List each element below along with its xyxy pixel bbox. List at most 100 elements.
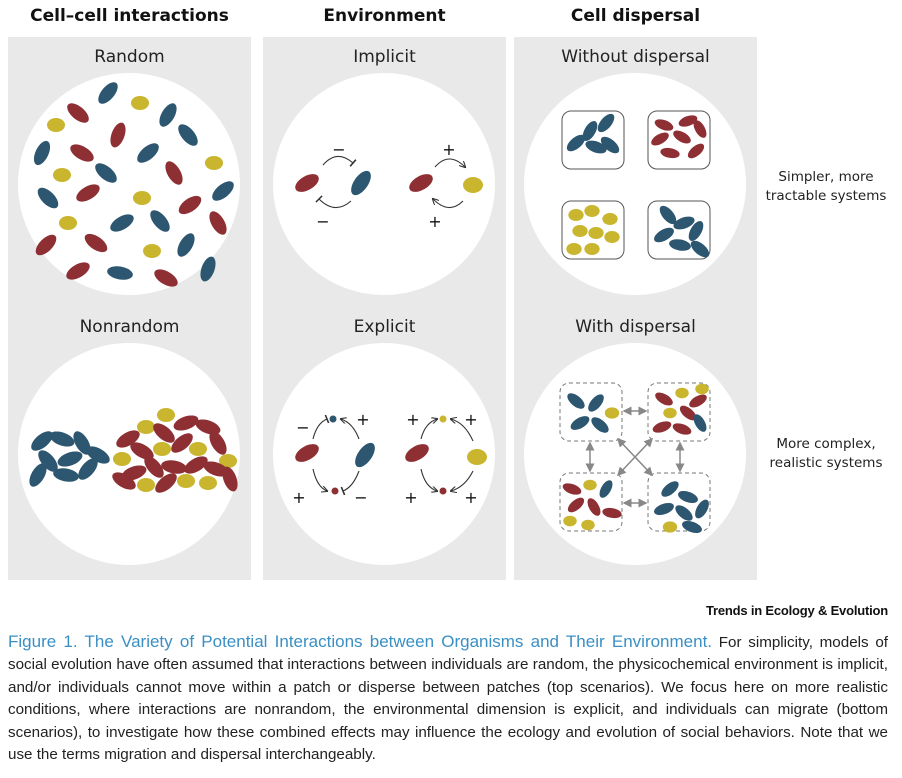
yellow-cell <box>199 476 217 490</box>
teal-cell <box>200 256 216 282</box>
circle-nonrandom <box>18 343 240 565</box>
title-random: Random <box>94 47 165 67</box>
yellow-cell <box>153 442 171 456</box>
caption-body: For simplicity, models of social evoluti… <box>8 634 888 764</box>
implicit-left-interaction: − − <box>295 140 371 231</box>
teal-cell <box>566 134 586 152</box>
teal-cell <box>178 124 198 146</box>
teal-cell <box>31 431 53 451</box>
teal-cell <box>37 187 59 209</box>
yellow-cell <box>143 244 161 258</box>
sign: + <box>292 488 305 507</box>
sign: − <box>296 418 309 437</box>
inhibit-arrow-top <box>322 155 357 167</box>
red-cell <box>687 143 705 159</box>
yellow-cell <box>219 454 237 468</box>
sign: + <box>404 488 417 507</box>
red-cell <box>209 211 227 235</box>
teal-cell <box>159 103 177 127</box>
explicit-left-interaction: − + + − <box>292 410 375 507</box>
nonrandom-cells <box>29 408 238 493</box>
teal-cell <box>654 227 674 243</box>
teal-cell <box>53 468 79 482</box>
yellow-cell <box>137 478 155 492</box>
teal-cell <box>597 113 615 133</box>
red-cell <box>295 444 319 462</box>
teal-cell <box>588 394 604 412</box>
teal-cell <box>137 143 159 163</box>
teal-cell <box>659 205 677 225</box>
red-metabolite <box>439 487 447 495</box>
red-cell <box>567 497 585 513</box>
teal-cell <box>98 82 118 104</box>
red-cell <box>171 433 193 453</box>
yellow-cell <box>584 205 600 217</box>
dispersal-arrows <box>585 406 685 508</box>
red-cell <box>602 507 622 519</box>
column-header-interactions: Cell–cell interactions <box>30 6 229 26</box>
title-nonrandom: Nonrandom <box>79 317 180 337</box>
red-cell <box>652 421 672 433</box>
teal-cell <box>600 136 620 154</box>
teal-cell <box>693 414 707 432</box>
yellow-cell <box>663 407 677 419</box>
teal-cell <box>33 140 51 166</box>
teal-cell <box>582 121 598 141</box>
yellow-cell <box>467 449 487 465</box>
teal-cell <box>38 450 58 472</box>
title-without-dispersal: Without dispersal <box>561 47 710 67</box>
red-cell <box>587 498 601 516</box>
yellow-cell <box>584 243 600 255</box>
caption-title: Figure 1. The Variety of Potential Inter… <box>8 632 713 651</box>
teal-cell <box>57 451 83 467</box>
circle-implicit: − − + + <box>273 73 495 295</box>
red-cell <box>110 122 126 148</box>
yellow-cell <box>157 408 175 422</box>
patch-dashed <box>647 472 711 532</box>
yellow-cell <box>572 225 588 237</box>
red-cell <box>112 472 136 490</box>
yellow-cell <box>137 420 155 434</box>
teal-cell <box>661 481 679 497</box>
figure-caption: Figure 1. The Variety of Potential Inter… <box>8 631 888 766</box>
red-cell <box>693 120 707 138</box>
red-cell <box>66 262 90 280</box>
title-with-dispersal: With dispersal <box>575 317 696 337</box>
explicit-right-interaction: + + + + <box>404 410 487 507</box>
red-cell <box>689 394 707 408</box>
teal-cell <box>695 499 709 519</box>
red-cell <box>154 269 178 287</box>
teal-cell <box>49 431 75 447</box>
red-cell <box>35 234 57 256</box>
teal-metabolite <box>329 415 337 423</box>
teal-cell <box>86 446 110 464</box>
patch-cells <box>566 113 710 258</box>
yellow-cell <box>53 168 71 182</box>
red-cell <box>295 174 319 192</box>
panel-interactions: Random Nonrandom <box>8 37 251 580</box>
journal-brand: Trends in Ecology & Evolution <box>706 603 888 618</box>
red-cell <box>562 483 582 495</box>
teal-cell <box>669 239 691 251</box>
circle-without-dispersal <box>524 73 746 295</box>
teal-cell <box>654 502 674 516</box>
teal-cell <box>212 181 234 201</box>
column-header-dispersal: Cell dispersal <box>570 6 701 26</box>
yellow-cell <box>189 442 207 456</box>
red-cell <box>660 147 680 159</box>
teal-cell <box>177 233 195 257</box>
random-cells <box>33 82 234 287</box>
teal-cell <box>351 170 371 196</box>
circle-explicit: − + + − + + + + <box>273 343 495 565</box>
yellow-cell <box>581 519 595 531</box>
yellow-cell <box>47 118 65 132</box>
implicit-right-interaction: + + <box>409 140 483 231</box>
red-cell <box>144 456 164 478</box>
red-cell <box>222 466 238 492</box>
sign-plus-top: + <box>442 140 455 159</box>
red-cell <box>70 144 94 162</box>
column-header-environment: Environment <box>323 6 446 26</box>
red-cell <box>678 115 698 127</box>
teal-cell <box>591 417 609 433</box>
sign: − <box>354 488 367 507</box>
